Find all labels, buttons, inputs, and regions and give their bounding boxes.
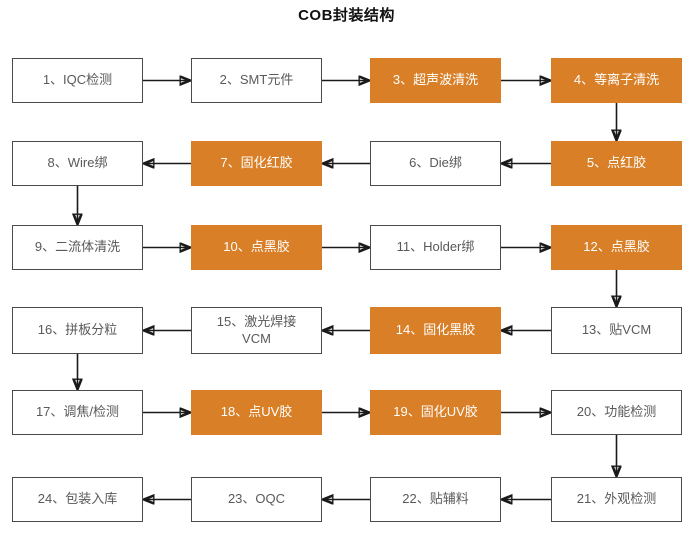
process-node-4[interactable]: 4、等离子清洗 bbox=[551, 58, 682, 103]
process-node-20[interactable]: 20、功能检测 bbox=[551, 390, 682, 435]
process-node-label: 7、固化红胶 bbox=[220, 155, 293, 171]
process-node-16[interactable]: 16、拼板分粒 bbox=[12, 307, 143, 354]
process-node-label: 8、Wire绑 bbox=[47, 155, 108, 171]
process-node-3[interactable]: 3、超声波清洗 bbox=[370, 58, 501, 103]
process-node-label: 10、点黑胶 bbox=[223, 239, 290, 255]
process-node-12[interactable]: 12、点黑胶 bbox=[551, 225, 682, 270]
process-node-label: 9、二流体清洗 bbox=[34, 239, 121, 255]
page-title: COB封装结构 bbox=[298, 7, 395, 24]
process-node-label: 14、固化黑胶 bbox=[395, 322, 476, 338]
process-node-24[interactable]: 24、包装入库 bbox=[12, 477, 143, 522]
edge-lines bbox=[78, 81, 617, 500]
process-node-label: 16、拼板分粒 bbox=[37, 322, 118, 338]
process-node-7[interactable]: 7、固化红胶 bbox=[191, 141, 322, 186]
process-node-15[interactable]: 15、激光焊接 VCM bbox=[191, 307, 322, 354]
process-node-6[interactable]: 6、Die绑 bbox=[370, 141, 501, 186]
process-node-label: 24、包装入库 bbox=[37, 491, 118, 507]
process-node-label: 22、贴辅料 bbox=[402, 491, 469, 507]
process-node-5[interactable]: 5、点红胶 bbox=[551, 141, 682, 186]
process-node-21[interactable]: 21、外观检测 bbox=[551, 477, 682, 522]
process-node-label: 20、功能检测 bbox=[576, 404, 657, 420]
process-node-10[interactable]: 10、点黑胶 bbox=[191, 225, 322, 270]
process-node-14[interactable]: 14、固化黑胶 bbox=[370, 307, 501, 354]
process-node-2[interactable]: 2、SMT元件 bbox=[191, 58, 322, 103]
process-node-label: 11、Holder绑 bbox=[396, 239, 475, 255]
process-node-label: 3、超声波清洗 bbox=[392, 72, 479, 88]
process-node-23[interactable]: 23、OQC bbox=[191, 477, 322, 522]
process-node-label: 19、固化UV胶 bbox=[393, 404, 478, 420]
process-node-1[interactable]: 1、IQC检测 bbox=[12, 58, 143, 103]
process-node-17[interactable]: 17、调焦/检测 bbox=[12, 390, 143, 435]
process-node-label: 1、IQC检测 bbox=[42, 72, 113, 88]
process-node-19[interactable]: 19、固化UV胶 bbox=[370, 390, 501, 435]
process-node-label: 2、SMT元件 bbox=[219, 72, 294, 88]
process-node-label: 5、点红胶 bbox=[586, 155, 647, 171]
process-node-13[interactable]: 13、贴VCM bbox=[551, 307, 682, 354]
process-node-22[interactable]: 22、贴辅料 bbox=[370, 477, 501, 522]
process-node-label: 17、调焦/检测 bbox=[35, 404, 120, 420]
process-node-label: 15、激光焊接 VCM bbox=[216, 314, 297, 346]
process-node-label: 21、外观检测 bbox=[576, 491, 657, 507]
process-node-label: 18、点UV胶 bbox=[220, 404, 293, 420]
process-node-label: 23、OQC bbox=[227, 491, 286, 507]
process-node-label: 13、贴VCM bbox=[581, 322, 652, 338]
process-node-label: 6、Die绑 bbox=[409, 155, 462, 171]
process-node-8[interactable]: 8、Wire绑 bbox=[12, 141, 143, 186]
process-node-label: 12、点黑胶 bbox=[583, 239, 650, 255]
process-node-9[interactable]: 9、二流体清洗 bbox=[12, 225, 143, 270]
process-node-11[interactable]: 11、Holder绑 bbox=[370, 225, 501, 270]
process-node-18[interactable]: 18、点UV胶 bbox=[191, 390, 322, 435]
process-node-label: 4、等离子清洗 bbox=[573, 72, 660, 88]
